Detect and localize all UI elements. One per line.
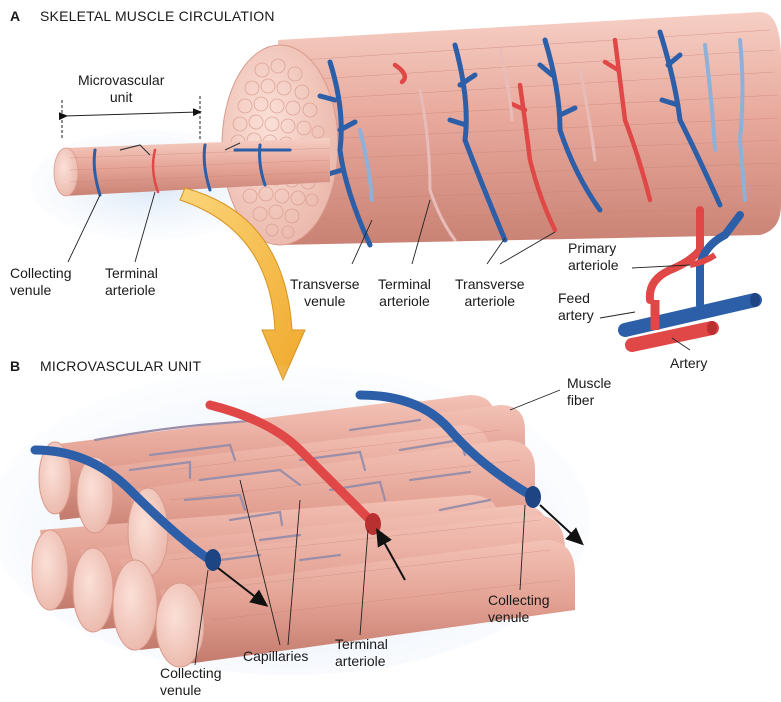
panel-a-letter: A bbox=[10, 8, 20, 24]
label-microvascular-unit: Microvascular unit bbox=[78, 72, 164, 106]
label-transverse-venule-a: Transverse venule bbox=[290, 276, 360, 310]
label-feed-artery: Feed artery bbox=[558, 290, 594, 324]
label-primary-arteriole: Primary arteriole bbox=[568, 240, 619, 274]
label-collecting-venule-b-left: Collecting venule bbox=[160, 665, 221, 699]
label-transverse-arteriole-a: Transverse arteriole bbox=[455, 276, 525, 310]
label-collecting-venule-b-right: Collecting venule bbox=[488, 592, 549, 626]
arteriole-cuff bbox=[365, 513, 381, 535]
panel-b-title: MICROVASCULAR UNIT bbox=[40, 358, 201, 374]
label-muscle-fiber: Muscle fiber bbox=[567, 375, 611, 409]
label-capillaries: Capillaries bbox=[243, 648, 308, 665]
label-terminal-arteriole-b: Terminal arteriole bbox=[335, 636, 388, 670]
panel-a-title: SKELETAL MUSCLE CIRCULATION bbox=[40, 8, 275, 24]
label-artery: Artery bbox=[670, 355, 707, 372]
venule-cuff-right bbox=[525, 486, 541, 508]
panel-b-letter: B bbox=[10, 358, 20, 374]
label-terminal-arteriole-a: Terminal arteriole bbox=[105, 265, 158, 299]
label-collecting-venule-a: Collecting venule bbox=[10, 265, 71, 299]
label-terminal-arteriole-a2: Terminal arteriole bbox=[378, 276, 431, 310]
